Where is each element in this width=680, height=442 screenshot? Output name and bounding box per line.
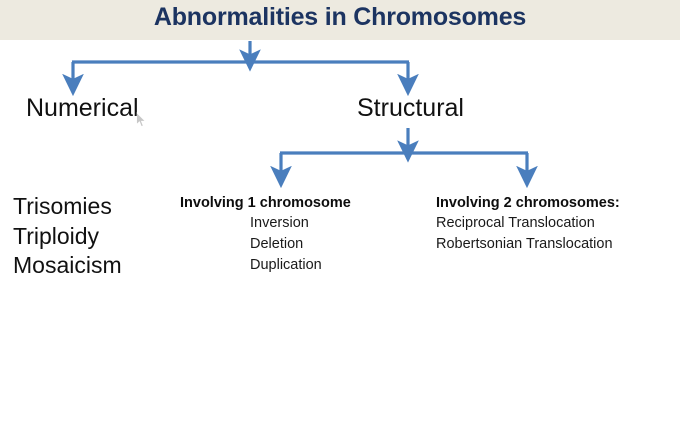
column-two-chromosomes: Involving 2 chromosomes: Reciprocal Tran…: [436, 194, 620, 255]
column-one-chromosome-heading: Involving 1 chromosome: [180, 195, 351, 211]
column-two-chromosomes-heading: Involving 2 chromosomes:: [436, 195, 620, 211]
list-item: Trisomies: [13, 193, 112, 219]
two-chromosomes-item-list: Reciprocal Translocation Robertsonian Tr…: [436, 213, 620, 255]
mouse-pointer-icon: [136, 112, 147, 128]
list-item: Deletion: [250, 236, 304, 252]
list-item: Mosaicism: [13, 252, 122, 278]
one-chromosome-item-list: Inversion Deletion Duplication: [180, 213, 351, 276]
page-title: Abnormalities in Chromosomes: [153, 3, 527, 31]
node-numerical-label: Numerical: [26, 94, 139, 122]
column-one-chromosome: Involving 1 chromosome Inversion Deletio…: [180, 194, 351, 276]
node-structural-label: Structural: [357, 94, 464, 122]
column-numerical: Trisomies Triploidy Mosaicism: [13, 192, 122, 281]
numerical-item-list: Trisomies Triploidy Mosaicism: [13, 192, 122, 281]
list-item: Inversion: [250, 215, 309, 231]
list-item: Robertsonian Translocation: [436, 236, 613, 252]
title-banner: [0, 0, 680, 40]
list-item: Triploidy: [13, 222, 100, 249]
list-item: Reciprocal Translocation: [436, 215, 595, 231]
list-item: Duplication: [250, 257, 322, 273]
